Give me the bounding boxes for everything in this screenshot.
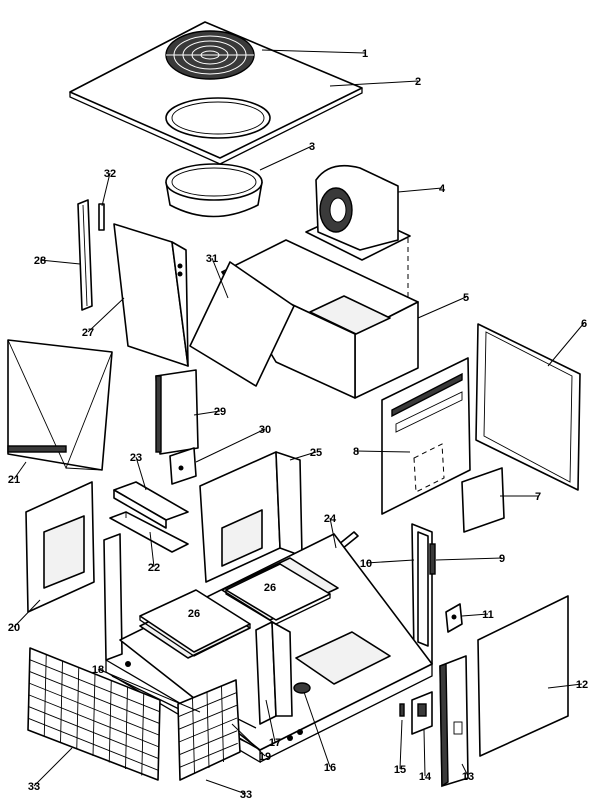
bracket-plate [411,691,433,735]
callout-24-rail-strip: 24 [324,513,337,525]
terminal-block [445,603,463,633]
callout-14-bracket-plate: 14 [419,771,432,783]
leader-line-14 [423,729,426,777]
callout-15-small-bracket: 15 [394,764,406,776]
drain-fitting [293,682,311,694]
leader-line-2 [329,80,419,87]
callout-27-side-panel-left: 27 [82,327,94,339]
callout-12-side-panel-right: 12 [576,679,588,691]
callout-1-fan-guard: 1 [362,48,368,60]
clip [98,203,105,231]
leader-line-1 [261,49,366,54]
leader-line-29 [193,410,221,416]
upper-bracket [113,481,189,529]
callout-33-coil-guard: 33 [28,781,40,793]
leader-line-16 [303,691,331,768]
leader-line-8 [355,450,411,453]
callout-16-drain-fitting: 16 [324,762,336,774]
leader-line-24 [329,517,337,549]
leader-line-22 [149,531,155,568]
callout-26-filter: 26 [188,608,200,620]
callout-4-blower-assembly: 4 [439,183,446,195]
leader-line-32 [101,172,111,207]
leader-line-6 [547,322,585,367]
coil-slab [189,261,295,387]
side-panel-left [113,223,189,367]
callout-21-coil-panel: 21 [8,474,20,486]
leader-line-33 [33,747,73,787]
top-cover [69,21,363,165]
leader-line-21 [13,461,27,480]
side-panel-right [477,595,569,757]
leader-line-20 [13,599,41,628]
small-bracket [399,703,405,717]
callout-8-control-panel: 8 [353,446,359,458]
callout-layer: 1234567891011121314151617181920212223242… [8,48,588,801]
leader-line-13 [461,763,469,777]
baffle [155,369,199,455]
leader-line-10 [365,559,415,564]
callout-26-filter: 26 [264,582,276,594]
blower-assembly [305,164,411,318]
leader-line-23 [135,456,147,491]
corner-post-right [429,543,436,575]
callout-32-clip: 32 [104,168,116,180]
callout-29-baffle: 29 [214,406,226,418]
callout-6-access-panel-right: 6 [581,318,587,330]
callout-20-access-door-left: 20 [8,622,20,634]
access-panel-right [475,323,581,491]
callout-33-coil-guard: 33 [240,789,252,801]
callout-30-mounting-bracket: 30 [259,424,271,436]
access-door-left [25,481,95,613]
callout-25-center-divider: 25 [310,447,322,459]
callout-17-tube-assembly: 17 [269,737,281,749]
leader-line-3 [259,145,313,171]
control-panel [381,357,471,515]
leader-line-25 [289,451,317,461]
venturi-ring [165,163,263,218]
cover-plate [461,467,505,533]
mounting-bracket [169,447,197,485]
filter [139,589,251,657]
leader-line-18 [97,668,201,713]
callout-18-base-rail: 18 [92,664,104,676]
callout-22-lower-bracket: 22 [148,562,160,574]
leader-line-9 [435,557,503,561]
leader-line-15 [399,719,403,770]
center-divider [199,451,303,583]
callout-2-top-cover: 2 [415,76,421,88]
callout-9-corner-post-right: 9 [499,553,505,565]
callout-23-upper-bracket: 23 [130,452,142,464]
callout-10-side-rail: 10 [360,558,372,570]
leader-line-4 [397,187,443,193]
callout-5-partition-panel: 5 [463,292,469,304]
leader-line-5 [417,296,467,319]
tube-assembly [255,621,293,725]
fan-guard [165,30,255,80]
corner-panel [439,655,469,788]
side-rail [417,531,429,647]
callout-11-terminal-block: 11 [482,609,494,621]
leader-line-28 [39,259,81,265]
coil-panel [7,339,113,471]
leader-line-12 [547,683,583,689]
leader-line-33 [205,779,247,795]
corner-post-left [77,199,93,311]
callout-13-corner-panel: 13 [462,771,474,783]
callout-7-cover-plate: 7 [535,491,541,503]
leader-line-19 [231,723,266,757]
leader-line-31 [211,257,229,299]
leader-line-17 [265,699,276,743]
leader-line-30 [195,428,266,463]
leader-line-11 [461,613,489,617]
callout-19-support-rail: 19 [259,751,271,763]
callout-3-venturi-ring: 3 [309,141,315,153]
leader-line-27 [87,297,125,333]
callout-31-coil-slab: 31 [206,253,218,265]
coil-guard [177,679,241,781]
callout-28-corner-post-left: 28 [34,255,46,267]
coil-guard [27,647,161,781]
